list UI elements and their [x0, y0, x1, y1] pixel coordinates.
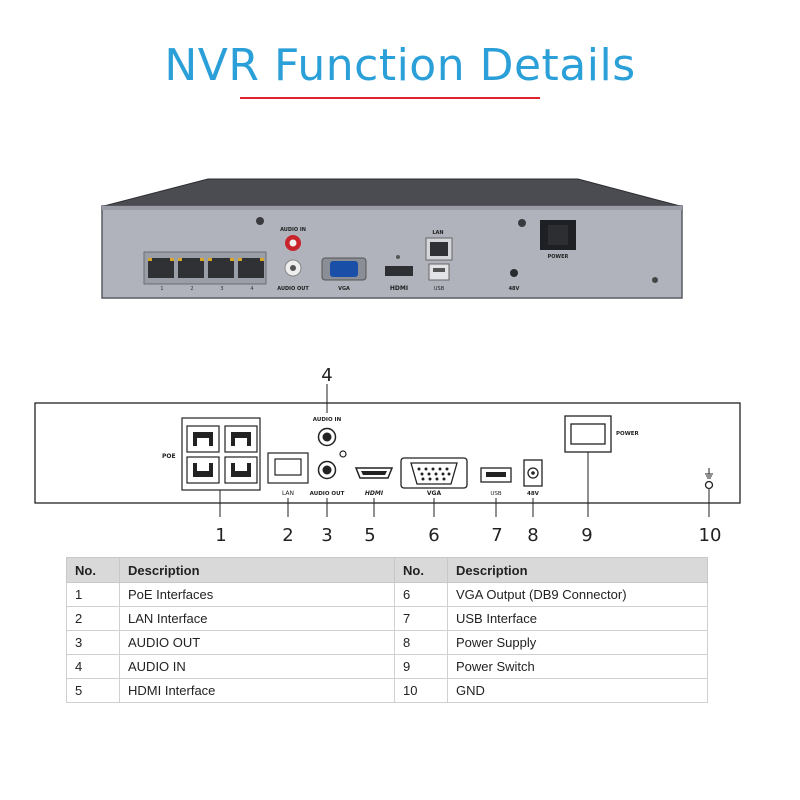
callout-number: 10 [699, 525, 722, 546]
diagram-hdmi-label: HDMI [365, 490, 384, 497]
photo-port-number: 4 [250, 286, 253, 292]
diagram-audio-out-label: AUDIO OUT [310, 491, 345, 497]
table-cell: 2 [66, 606, 120, 631]
callout-number: 2 [282, 525, 293, 546]
table-cell: LAN Interface [119, 606, 395, 631]
function-table: No. Description No. Description 1 PoE In… [66, 557, 708, 703]
table-cell: GND [447, 678, 708, 703]
photo-audio-in-label: AUDIO IN [280, 227, 306, 233]
callout-number: 4 [321, 365, 332, 386]
table-cell: 6 [394, 582, 448, 607]
table-cell: 10 [394, 678, 448, 703]
header-no: No. [66, 557, 120, 583]
table-cell: PoE Interfaces [119, 582, 395, 607]
table-row: 4 AUDIO IN 9 Power Switch [66, 654, 708, 679]
callout-number: 5 [364, 525, 375, 546]
table-header-row: No. Description No. Description [66, 557, 708, 583]
callout-number: 3 [321, 525, 332, 546]
table-row: 2 LAN Interface 7 USB Interface [66, 606, 708, 631]
diagram-vga-label: VGA [427, 490, 442, 497]
table-cell: 8 [394, 630, 448, 655]
photo-usb-label: USB [434, 286, 445, 292]
callout-number: 6 [428, 525, 439, 546]
header-no: No. [394, 557, 448, 583]
table-cell: 1 [66, 582, 120, 607]
title-underline [240, 97, 540, 99]
table-row: 5 HDMI Interface 10 GND [66, 678, 708, 703]
table-cell: USB Interface [447, 606, 708, 631]
table-cell: 5 [66, 678, 120, 703]
page-title: NVR Function Details [164, 40, 636, 91]
photo-audio-out-label: AUDIO OUT [277, 286, 309, 292]
header-description: Description [447, 557, 708, 583]
table-cell: Power Supply [447, 630, 708, 655]
diagram-usb-label: USB [490, 491, 502, 497]
table-row: 3 AUDIO OUT 8 Power Supply [66, 630, 708, 655]
photo-power-label: POWER [548, 254, 569, 260]
table-cell: Power Switch [447, 654, 708, 679]
callout-number: 7 [491, 525, 502, 546]
diagram-audio-in-label: AUDIO IN [313, 417, 342, 423]
table-cell: AUDIO OUT [119, 630, 395, 655]
table-row: 1 PoE Interfaces 6 VGA Output (DB9 Conne… [66, 582, 708, 607]
diagram-lan-label: LAN [282, 490, 294, 497]
table-cell: VGA Output (DB9 Connector) [447, 582, 708, 607]
photo-lan-label: LAN [432, 230, 443, 236]
photo-vga-label: VGA [338, 286, 350, 292]
nvr-rear-photo: 1 2 3 4 AUDIO IN AUDIO OUT VGA HDMI LAN … [101, 178, 683, 299]
diagram-power-in-label: 48V [527, 491, 540, 497]
photo-power-in-label: 48V [509, 286, 520, 292]
table-cell: HDMI Interface [119, 678, 395, 703]
table-cell: 3 [66, 630, 120, 655]
photo-hdmi-label: HDMI [390, 285, 408, 292]
photo-port-number: 2 [190, 286, 193, 292]
table-cell: 7 [394, 606, 448, 631]
table-cell: 9 [394, 654, 448, 679]
callout-number: 8 [527, 525, 538, 546]
poe-label: POE [162, 453, 176, 460]
table-cell: 4 [66, 654, 120, 679]
diagram-power-label: POWER [616, 431, 640, 437]
photo-port-number: 1 [160, 286, 163, 292]
nvr-rear-diagram: POE LAN AUDIO IN AUDIO OUT HDMI [34, 365, 741, 546]
table-cell: AUDIO IN [119, 654, 395, 679]
callout-number: 1 [215, 525, 226, 546]
header-description: Description [119, 557, 395, 583]
photo-port-number: 3 [220, 286, 223, 292]
callout-number: 9 [581, 525, 592, 546]
